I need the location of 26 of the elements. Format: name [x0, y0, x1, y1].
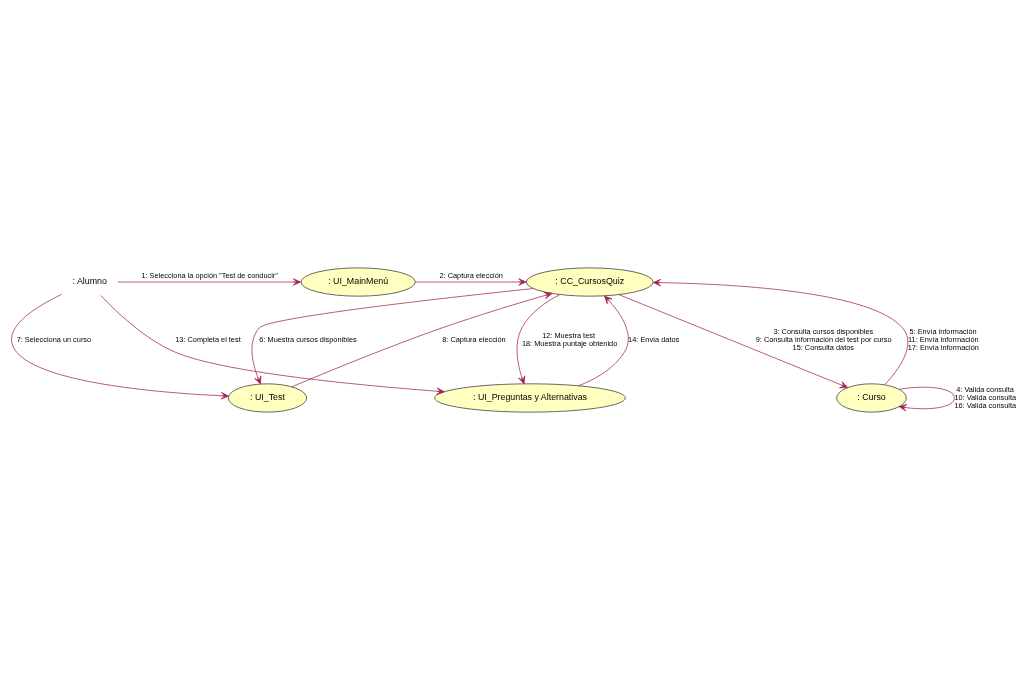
edge-label: 13: Completa el test [175, 334, 241, 344]
arrow [291, 291, 553, 388]
edge-label: 5: Envía información 11: Envía información 17: Envía información [907, 326, 979, 352]
arrow [415, 278, 527, 286]
arrow [516, 294, 561, 385]
edge-label: 3: Consulta cursos disponibles 9: Consulta información del test por curso 15: Consulta datos [755, 326, 892, 352]
arrow [251, 288, 534, 385]
edge-label: 8: Captura elección [442, 334, 506, 344]
node-text: : Alumno [72, 276, 107, 287]
arrow [100, 295, 445, 395]
arrow [578, 295, 629, 387]
edge-label: 2: Captura elección [439, 270, 503, 280]
arrow [618, 294, 848, 389]
arrow [11, 294, 229, 400]
edge-label: 1: Selecciona la opción "Test de conducir" [141, 270, 278, 280]
edge-label: 4: Valida consulta 10: Valida consulta 16: Valida consulta [954, 384, 1017, 410]
arrow [117, 278, 301, 286]
edge-label: 14: Envía datos [628, 334, 680, 344]
node-ellipse: : UI_MainMenú [300, 267, 416, 297]
edge-label: 7: Selecciona un curso [16, 334, 92, 344]
node-ellipse: : CC_CursosQuiz [525, 267, 654, 297]
edge-label: 12: Muestra test 18: Muestra puntaje obtenido [521, 330, 618, 348]
edge-label: 6: Muestra cursos disponibles [259, 334, 357, 344]
arrow [898, 386, 955, 412]
arrow [653, 279, 909, 386]
node-ellipse: : UI_Test [227, 383, 307, 413]
